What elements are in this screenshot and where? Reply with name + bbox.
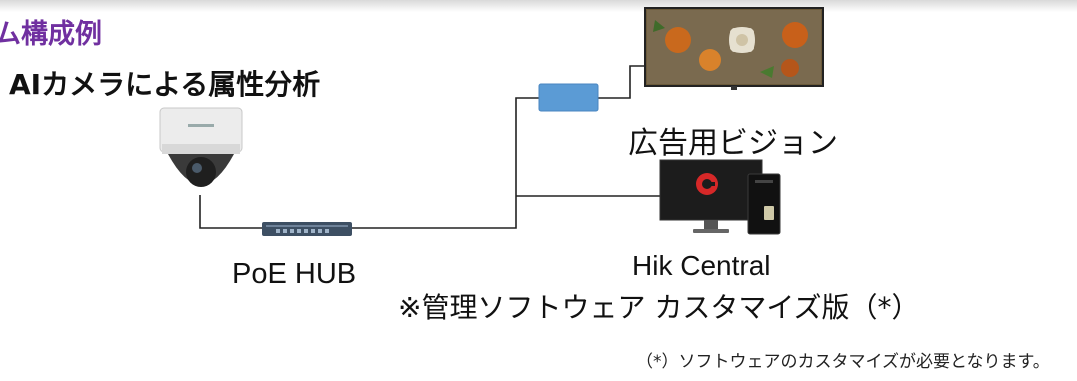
display-screen-icon: [644, 7, 824, 90]
media-player-box-icon: [538, 83, 599, 112]
hikcentral-logo-icon: [696, 173, 718, 195]
software-note-label: ※管理ソフトウェア カスタマイズ版（*）: [398, 291, 920, 324]
diagram-subtitle: AIカメラによる属性分析: [9, 68, 321, 101]
dome-camera-icon: [159, 107, 243, 187]
player-to-display-line: [598, 65, 645, 99]
hub-to-main-line: [352, 97, 539, 229]
software-label: Hik Central: [632, 250, 771, 281]
camera-to-hub-line: [199, 195, 262, 229]
footnote: （*）ソフトウェアのカスタマイズが必要となります。: [636, 352, 1050, 372]
network-switch-icon: [262, 222, 352, 236]
poe-hub-label: PoE HUB: [232, 258, 357, 290]
signage-label: 広告用ビジョン: [628, 126, 838, 161]
page-title: ム構成例: [0, 19, 102, 50]
connection-lines: [199, 65, 660, 229]
workstation-icon: [659, 159, 781, 235]
